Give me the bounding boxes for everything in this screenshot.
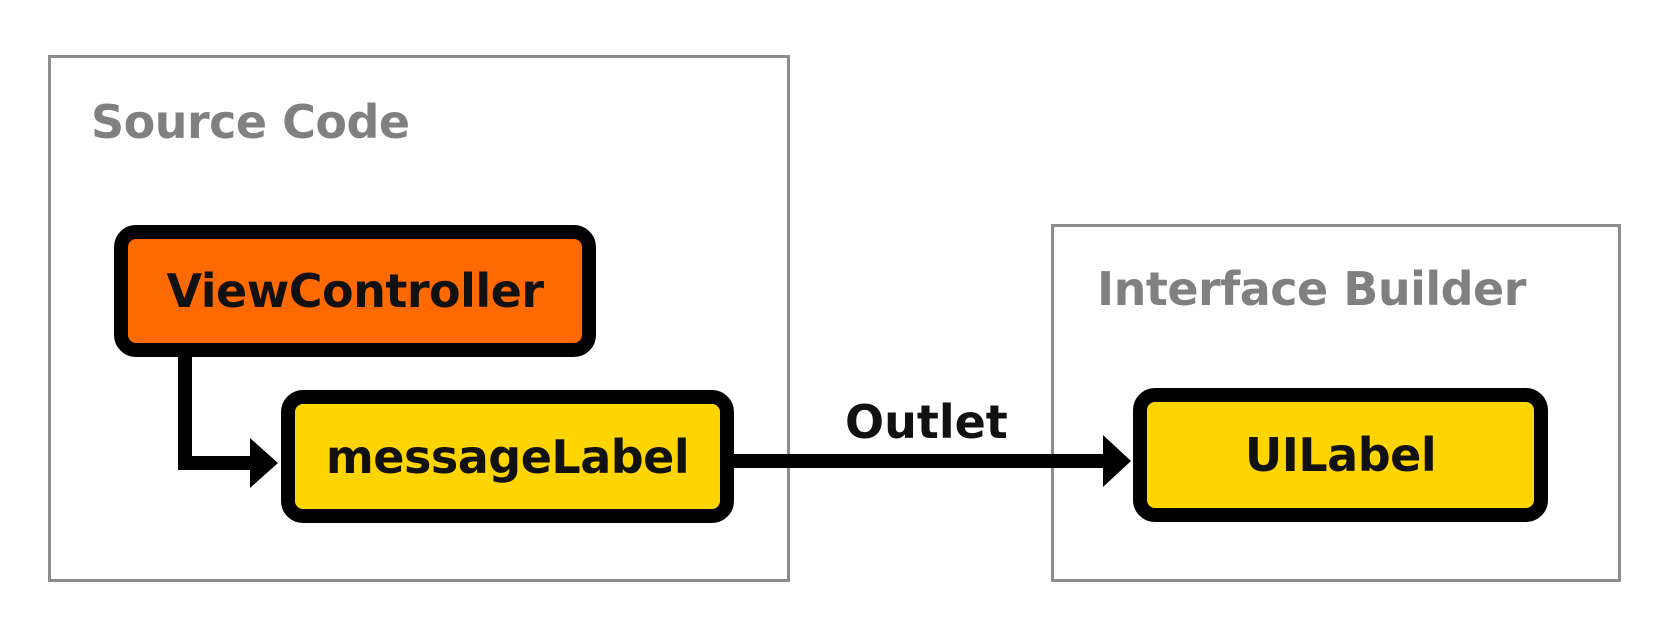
view-controller-node: ViewController [114, 225, 596, 357]
outlet-label: Outlet [845, 395, 1008, 449]
outlet-connector-arrowhead [1103, 435, 1131, 487]
interface-builder-title: Interface Builder [1097, 262, 1526, 316]
owner-connector-line [178, 350, 250, 470]
owner-connector-arrowhead [250, 438, 278, 488]
ui-label-node: UILabel [1133, 388, 1548, 522]
message-label-node: messageLabel [281, 390, 734, 523]
source-code-title: Source Code [91, 95, 410, 149]
